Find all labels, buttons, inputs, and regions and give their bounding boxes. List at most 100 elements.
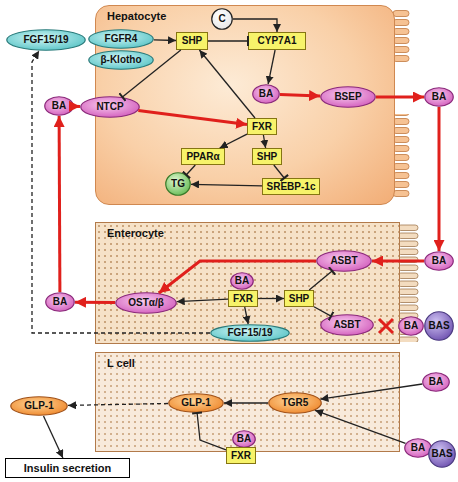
- gene-box: FXR: [247, 118, 277, 135]
- node-label: SHP: [182, 36, 203, 46]
- node-label: C: [218, 14, 225, 24]
- gene-box: FXR: [228, 290, 258, 307]
- gene-box: CYP7A1: [248, 32, 306, 50]
- node-label: BA: [432, 92, 446, 102]
- receptor-ellipse: FGF15/19: [6, 29, 86, 51]
- node-label: GLP-1: [24, 401, 53, 411]
- gene-box: SREBP-1c: [262, 178, 320, 195]
- bile-acid-circle: BA: [44, 96, 74, 116]
- ellipse-shape: [81, 97, 140, 118]
- ellipse-shape: [46, 293, 75, 312]
- ellipse-shape: [423, 373, 450, 392]
- node-label: TGR5: [282, 398, 309, 408]
- ellipse-shape: [212, 9, 233, 30]
- node-label: BAS: [428, 321, 449, 331]
- sequestrant-circle: BAS: [424, 311, 454, 341]
- ellipse-shape: [11, 397, 68, 416]
- cell-label: Hepatocyte: [107, 11, 166, 22]
- cell-compartment: L cellTGR5GLP-1BAFXR: [95, 352, 400, 452]
- bile-acid-circle: BA: [232, 430, 256, 448]
- ellipse-shape: [231, 273, 254, 290]
- receptor-ellipse: FGFR4: [88, 29, 154, 49]
- node-label: FGFR4: [105, 34, 138, 44]
- ellipse-shape: [405, 439, 432, 458]
- ellipse-shape: [425, 252, 454, 271]
- transport-arrow: [58, 116, 62, 292]
- bile-acid-circle: BA: [404, 438, 432, 458]
- ellipse-shape: [45, 97, 74, 116]
- cell-label: Enterocyte: [107, 228, 164, 239]
- node-label: BAS: [431, 449, 452, 459]
- bile-acid-circle: BA: [252, 84, 280, 104]
- canalicular-microvilli: [393, 10, 411, 64]
- transporter-ellipse: BSEP: [320, 86, 376, 108]
- gene-box: PPARα: [181, 148, 225, 165]
- gene-box: SHP: [176, 32, 208, 50]
- outcome-box: Insulin secretion: [5, 458, 130, 478]
- gene-box: SHP: [284, 290, 314, 307]
- node-label: BA: [235, 276, 249, 286]
- receptor-ellipse: FGF15/19: [210, 324, 290, 342]
- ellipse-shape: [269, 393, 322, 414]
- transporter-ellipse: NTCP: [80, 96, 140, 118]
- ellipse-shape: [89, 51, 154, 70]
- ellipse-shape: [89, 30, 154, 49]
- ellipse-shape: [116, 293, 177, 314]
- transport-arrow: [74, 105, 80, 108]
- ellipse-shape: [429, 441, 456, 468]
- node-label: FXR: [252, 122, 272, 132]
- node-label: BA: [404, 321, 418, 331]
- node-label: SHP: [289, 294, 310, 304]
- node-label: NTCP: [96, 102, 123, 112]
- transporter-ellipse: ASBT: [316, 250, 372, 272]
- bile-acid-circle: BA: [45, 292, 75, 312]
- transporter-ellipse: OSTα/β: [115, 292, 177, 314]
- ellipse-shape: [317, 251, 372, 272]
- node-label: BA: [52, 101, 66, 111]
- node-label: GLP-1: [181, 398, 210, 408]
- node-label: CYP7A1: [258, 36, 297, 46]
- cell-compartment: EnterocyteASBT OSTα/β BA FXR SHP ASBT FGF15/19: [95, 222, 400, 344]
- ellipse-shape: [253, 85, 280, 104]
- gene-box: FXR: [226, 447, 256, 464]
- node-label: BA: [259, 89, 273, 99]
- hormone-ellipse: TGR5: [268, 392, 322, 414]
- hormone-ellipse: GLP-1: [10, 396, 68, 416]
- bile-acid-circle: BA: [422, 372, 450, 392]
- node-label: SREBP-1c: [267, 182, 316, 192]
- node-label: SHP: [257, 152, 278, 162]
- node-label: OSTα/β: [128, 298, 164, 308]
- node-label: FGF15/19: [23, 35, 68, 45]
- node-label: BA: [237, 434, 251, 444]
- node-label: BA: [53, 297, 67, 307]
- sequestrant-circle: BAS: [428, 440, 456, 468]
- ellipse-shape: [169, 394, 224, 413]
- receptor-ellipse: β-Klotho: [88, 50, 154, 70]
- hormone-ellipse: GLP-1: [168, 393, 224, 413]
- bile-acid-circle: BA: [424, 87, 454, 107]
- transport-arrow: [438, 107, 441, 251]
- bile-acid-circle: BA: [424, 251, 454, 271]
- transporter-ellipse: ASBT: [320, 314, 374, 336]
- node-label: BA: [429, 377, 443, 387]
- ellipse-shape: [399, 317, 424, 336]
- bile-acid-circle: BA: [398, 316, 424, 336]
- ellipse-shape: [425, 88, 454, 107]
- ellipse-shape: [211, 325, 290, 342]
- node-label: BA: [411, 443, 425, 453]
- bile-acid-circle: BA: [230, 272, 254, 290]
- node-label: BSEP: [334, 92, 361, 102]
- node-label: FXR: [233, 294, 253, 304]
- node-label: PPARα: [186, 152, 219, 162]
- cell-label: L cell: [107, 358, 135, 369]
- ellipse-shape: [166, 173, 191, 196]
- ellipse-shape: [321, 315, 374, 336]
- ellipse-shape: [425, 312, 454, 341]
- node-label: FXR: [231, 451, 251, 461]
- signal-arrow: [44, 416, 63, 458]
- lipid-circle: TG: [165, 172, 191, 196]
- node-label: ASBT: [333, 320, 360, 330]
- cholesterol-circle: C: [211, 8, 233, 30]
- node-label: β-Klotho: [100, 55, 141, 65]
